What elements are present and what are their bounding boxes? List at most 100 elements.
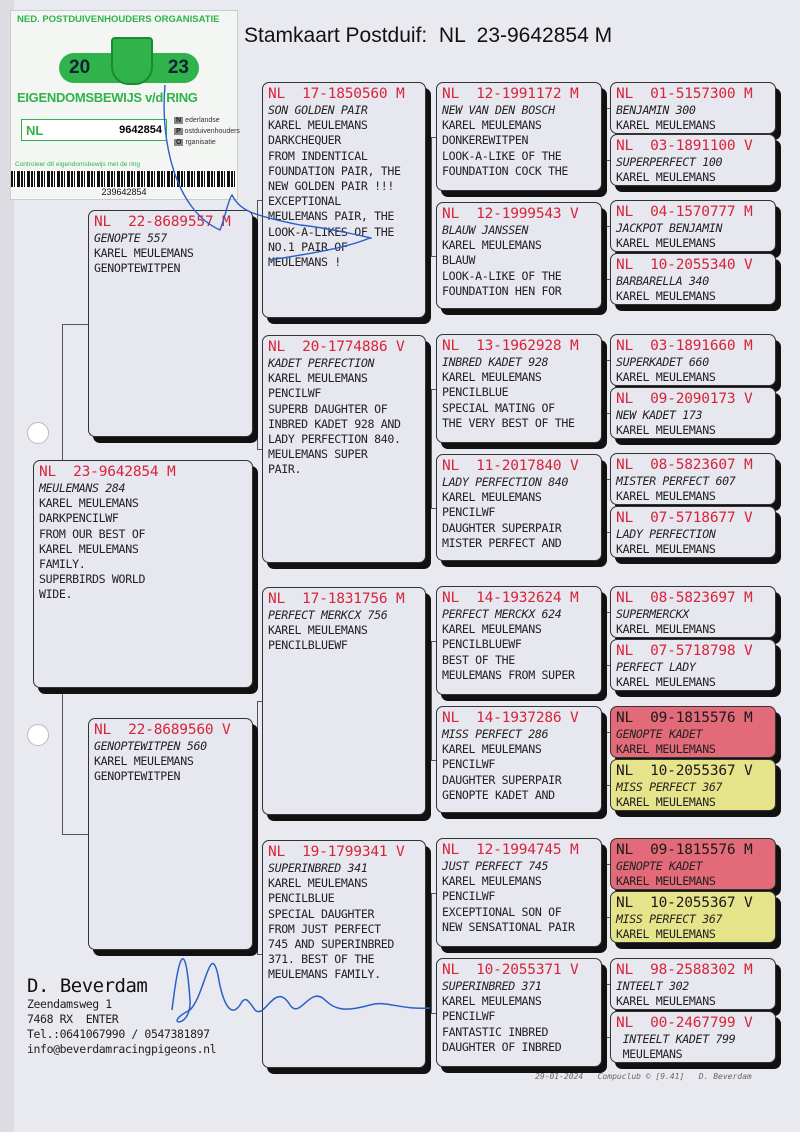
note-line: KAREL MEULEMANS [39,541,139,556]
connector-line [257,449,262,450]
connector-line [606,413,610,414]
connector-line [62,834,88,835]
connector-line [606,1037,610,1038]
breeder: KAREL MEULEMANS [616,170,716,185]
lion-shield-icon [111,37,153,85]
connector-line [606,732,610,733]
connector-line [257,954,262,955]
note-line: PENCILWF [268,386,322,401]
breeder: KAREL MEULEMANS [616,994,716,1009]
connector-line [606,479,607,532]
connector-line [606,279,610,280]
npo-line: ederlandse [185,117,220,124]
pigeon-name: INTEELT 302 [616,979,689,993]
ring-number: NL 17-1831756 M [268,591,405,607]
note-line: DAUGHTER SUPERPAIR [442,772,562,787]
note-line: 745 AND SUPERINBRED [268,937,394,952]
ring-number: NL 12-1999543 V [442,206,579,222]
ring-number: NL 09-1815576 M [616,842,753,858]
connector-line [606,612,610,613]
note-line: GENOPTEWITPEN [94,261,181,276]
note-line: PAIR. [268,462,302,477]
breeder: KAREL MEULEMANS [616,874,716,889]
npo-line: rganisatie [185,139,216,146]
pigeon-name: SUPERMERCKX [616,607,689,621]
ring-number: NL 08-5823607 M [616,457,753,473]
connector-line [606,532,610,533]
ring-number: NL 22-8689560 V [94,722,231,738]
connector-line [606,984,610,985]
pigeon-name: GENOPTE KADET [616,727,703,741]
connector-line [606,360,607,413]
note-line: MEULEMANS SUPER [268,447,368,462]
breeder: KAREL MEULEMANS [616,622,716,637]
sticker-country: NL [26,122,44,138]
breeder: KAREL MEULEMANS [268,876,368,891]
ring-number: NL 13-1962928 M [442,338,579,354]
note-line: PENCILBLUE [442,385,509,400]
note-line: PENCILWF [442,757,496,772]
connector-line [606,864,607,917]
breeder: KAREL MEULEMANS [442,874,542,889]
breeder: KAREL MEULEMANS [616,118,716,133]
note-line: FANTASTIC INBRED [442,1024,549,1039]
sender-phone: Tel.:0641067990 / 0547381897 [27,1027,210,1041]
connector-line [431,136,436,138]
breeder: KAREL MEULEMANS [616,795,716,810]
pigeon-card[interactable]: NL 00-2467799 V INTEELT KADET 799 MEULEM… [610,1011,776,1063]
breeder: KAREL MEULEMANS [268,371,368,386]
pigeon-name: NEW VAN DEN BOSCH [442,103,555,117]
ring-number: NL 08-5823697 M [616,590,753,606]
pigeon-name: SUPERINBRED 341 [268,861,368,875]
ring-number: NL 11-2017840 V [442,458,579,474]
sender-email[interactable]: info@beverdamracingpigeons.nl [27,1042,217,1056]
ring-number: NL 14-1932624 M [442,590,579,606]
breeder: KAREL MEULEMANS [616,489,716,504]
note-line: MEULEMANS PAIR, THE [268,209,394,224]
note-line: PENCILWF [442,1009,496,1024]
sticker-control-text: Controleer dit eigendomsbewijs met de ri… [15,161,141,168]
sticker-ring-number: 9642854 [119,124,162,136]
note-line: NO.1 PAIR OF [268,239,348,254]
sender-name: D. Beverdam [27,975,148,997]
footer-credits: 29-01-2024 Compuclub © [9.41] D. Beverda… [535,1072,752,1081]
connector-line [431,892,436,894]
note-line: PENCILBLUEWF [268,638,348,653]
connector-line [431,136,432,256]
sticker-organisation: NED. POSTDUIVENHOUDERS ORGANISATIE [17,14,220,25]
note-line: FROM JUST PERFECT [268,921,381,936]
pigeon-name: PERFECT MERKCX 756 [268,608,388,622]
ring-number: NL 22-8689557 M [94,214,231,230]
sender-block: D. Beverdam Zeendamsweg 1 7468 RX ENTER … [27,975,217,1057]
